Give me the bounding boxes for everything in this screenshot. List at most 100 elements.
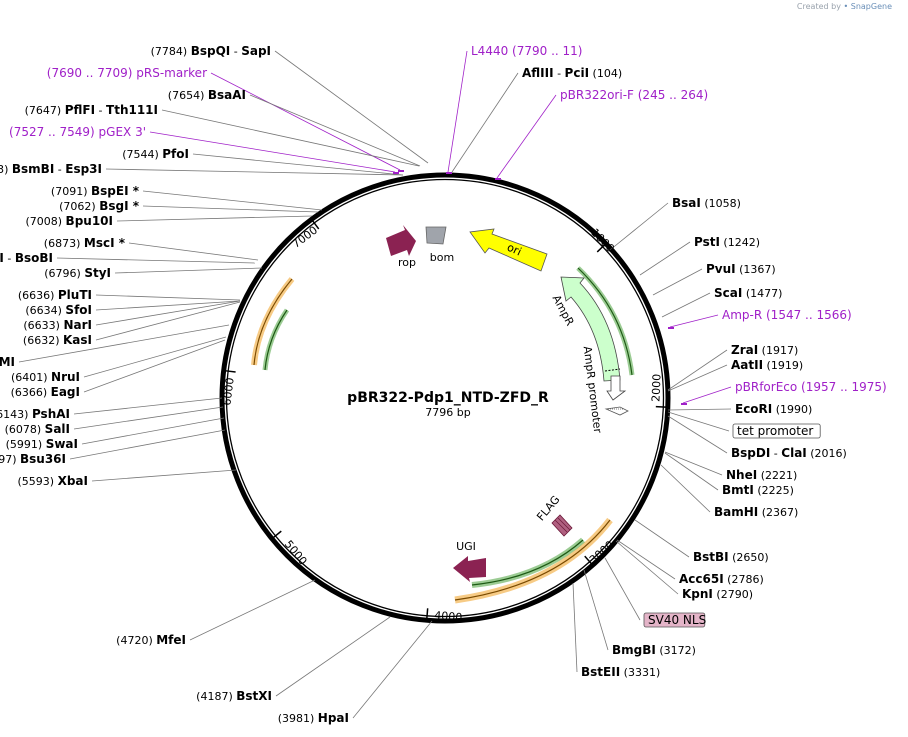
site-label-kpni[interactable]: KpnI (2790) <box>682 587 753 601</box>
site-label-bmti[interactable]: BmtI (2225) <box>722 483 794 497</box>
site-label-sfoi[interactable]: (6634) SfoI <box>25 303 92 317</box>
leader-line-pgex3 <box>149 131 396 173</box>
leader-line-pbrforeco <box>682 386 732 404</box>
label-pos-bstbi-1: (2650) <box>729 551 769 564</box>
site-label-sv40nls[interactable]: SV40 NLS <box>643 612 706 628</box>
site-label-nhei[interactable]: NheI (2221) <box>726 468 797 482</box>
leader-line-xbai <box>91 469 237 482</box>
label-name-bsgi-1: BsgI <box>99 199 128 213</box>
site-label-bsmbi[interactable]: (7543) BsmBI - Esp3I <box>0 162 102 176</box>
site-label-bsgi[interactable]: (7062) BsgI * <box>59 199 140 213</box>
site-label-bsteii[interactable]: BstEII (3331) <box>581 665 660 679</box>
site-label-pgex3[interactable]: (7527 .. 7549) pGEX 3' <box>9 125 146 139</box>
site-label-swai[interactable]: (5991) SwaI <box>6 437 78 451</box>
label-name-bspei-1: BspEI <box>91 184 129 198</box>
rop-label: rop <box>398 256 416 269</box>
site-label-zrai[interactable]: ZraI (1917) <box>731 343 798 357</box>
site-label-scai[interactable]: ScaI (1477) <box>714 286 782 300</box>
label-pos-l4440-1: (7790 .. 11) <box>508 44 582 58</box>
site-label-ampr-primer[interactable]: Amp-R (1547 .. 1566) <box>722 308 852 322</box>
label-name-pflfi-1: PflFI <box>65 103 95 117</box>
site-label-bspqi[interactable]: (7784) BspQI - SapI <box>151 44 271 58</box>
label-text-pfoi: (7544) PfoI <box>122 147 189 161</box>
site-label-pbr322orif[interactable]: pBR322ori-F (245 .. 264) <box>560 88 708 102</box>
site-label-pshai[interactable]: (6143) PshAI <box>0 407 70 421</box>
label-text-xbai: (5593) XbaI <box>18 474 88 488</box>
site-label-prsmarker[interactable]: (7690 .. 7709) pRS-marker <box>47 66 207 80</box>
label-text-kasi: (6632) KasI <box>23 333 92 347</box>
site-label-eagi[interactable]: (6366) EagI <box>11 385 80 399</box>
site-label-kasi[interactable]: (6632) KasI <box>23 333 92 347</box>
site-label-ecori[interactable]: EcoRI (1990) <box>735 402 812 416</box>
leader-line-afliii <box>451 72 519 173</box>
site-label-pluti[interactable]: (6636) PluTI <box>18 288 92 302</box>
snapgene-logo: • <box>843 2 849 11</box>
site-label-hpai[interactable]: (3981) HpaI <box>278 711 349 725</box>
site-label-pbrforeco[interactable]: pBRforEco (1957 .. 1975) <box>735 380 887 394</box>
site-label-bsu36i[interactable]: (5897) Bsu36I <box>0 452 66 466</box>
site-label-bspdi[interactable]: BspDI - ClaI (2016) <box>731 446 847 460</box>
label-text-pbr322orif: pBR322ori-F (245 .. 264) <box>560 88 708 102</box>
label-name-mfei-1: MfeI <box>156 633 186 647</box>
flag-box <box>551 514 573 537</box>
site-label-aatii[interactable]: AatII (1919) <box>731 358 803 372</box>
site-label-pvui[interactable]: PvuI (1367) <box>706 262 776 276</box>
site-label-acc65i[interactable]: Acc65I (2786) <box>679 572 764 586</box>
site-label-afliii[interactable]: AflIII - PciI (104) <box>522 66 622 80</box>
site-label-bsai[interactable]: BsaI (1058) <box>672 196 741 210</box>
label-pos-bmti-1: (2225) <box>754 484 794 497</box>
site-label-nrui[interactable]: (6401) NruI <box>11 370 80 384</box>
site-label-avai[interactable]: (6852) AvaI - BsoBI <box>0 251 53 265</box>
label-pos-aatii-1: (1919) <box>763 359 803 372</box>
site-label-bstbi[interactable]: BstBI (2650) <box>693 550 769 564</box>
site-label-pflfi[interactable]: (7647) PflFI - Tth111I <box>25 103 158 117</box>
site-label-l4440[interactable]: L4440 (7790 .. 11) <box>471 44 582 58</box>
feature-ori[interactable]: ori <box>469 228 548 272</box>
site-label-styi[interactable]: (6796) StyI <box>44 266 111 280</box>
site-label-bpu10i[interactable]: (7008) Bpu10I <box>25 214 113 228</box>
label-name-hpai-1: HpaI <box>318 711 349 725</box>
label-text-scai: ScaI (1477) <box>714 286 782 300</box>
label-pos-prsmarker-0: (7690 .. 7709) <box>47 66 137 80</box>
site-label-xbai[interactable]: (5593) XbaI <box>18 474 88 488</box>
leader-line-nrui <box>83 336 227 378</box>
label-pos-kpni-1: (2790) <box>713 588 753 601</box>
leader-line-pluti <box>95 294 241 301</box>
site-label-bmgbi[interactable]: BmgBI (3172) <box>612 643 696 657</box>
site-label-nari[interactable]: (6633) NarI <box>23 318 92 332</box>
leader-line-ampr-primer <box>669 314 719 328</box>
site-label-tetpromoter[interactable]: tet promoter <box>732 423 821 439</box>
plasmid-name: pBR322-Pdp1_NTD-ZFD_R <box>347 390 549 406</box>
site-label-pfoi[interactable]: (7544) PfoI <box>122 147 189 161</box>
label-name-kpni-0: KpnI <box>682 587 713 601</box>
label-name-pvui-0: PvuI <box>706 262 736 276</box>
site-label-psti[interactable]: PstI (1242) <box>694 235 760 249</box>
site-label-bsaai[interactable]: (7654) BsaAI <box>168 88 246 102</box>
site-label-bstxi[interactable]: (4187) BstXI <box>196 689 272 703</box>
site-label-mfei[interactable]: (4720) MfeI <box>116 633 186 647</box>
feature-bom[interactable]: bom <box>425 226 454 264</box>
site-label-sali[interactable]: (6078) SalI <box>5 422 70 436</box>
feature-ugi[interactable]: UGI <box>453 540 486 582</box>
site-label-msci[interactable]: (6873) MscI * <box>44 236 126 250</box>
site-label-bamhi[interactable]: BamHI (2367) <box>714 505 798 519</box>
label-pos-msci-0: (6873) <box>44 237 84 250</box>
label-name-bmti-0: BmtI <box>722 483 754 497</box>
label-name-avai-3: BsoBI <box>15 251 53 265</box>
label-name-msci-1: MscI <box>84 236 115 250</box>
label-name-pluti-1: PluTI <box>58 288 92 302</box>
label-pos-bspdi-3: (2016) <box>807 447 847 460</box>
tick-mark-1000 <box>596 244 605 253</box>
label-pos-afliii-3: (104) <box>589 67 622 80</box>
bom-label: bom <box>430 251 454 264</box>
label-pos-pvui-1: (1367) <box>736 263 776 276</box>
feature-flag[interactable]: FLAG <box>534 493 573 537</box>
label-pos-scai-1: (1477) <box>742 287 782 300</box>
site-labels: (7784) BspQI - SapI L4440 (7790 .. 11) Afl… <box>0 44 887 725</box>
site-label-bspei[interactable]: (7091) BspEI * <box>51 184 140 198</box>
label-name-pflfi-3: Tth111I <box>106 103 158 117</box>
site-label-bfuai[interactable]: (6481) BfuAI - BspMI <box>0 355 15 369</box>
label-pos-bmgbi-1: (3172) <box>656 644 696 657</box>
ampr-promoter-arrow <box>606 375 627 401</box>
feature-rop[interactable]: rop <box>386 225 416 269</box>
